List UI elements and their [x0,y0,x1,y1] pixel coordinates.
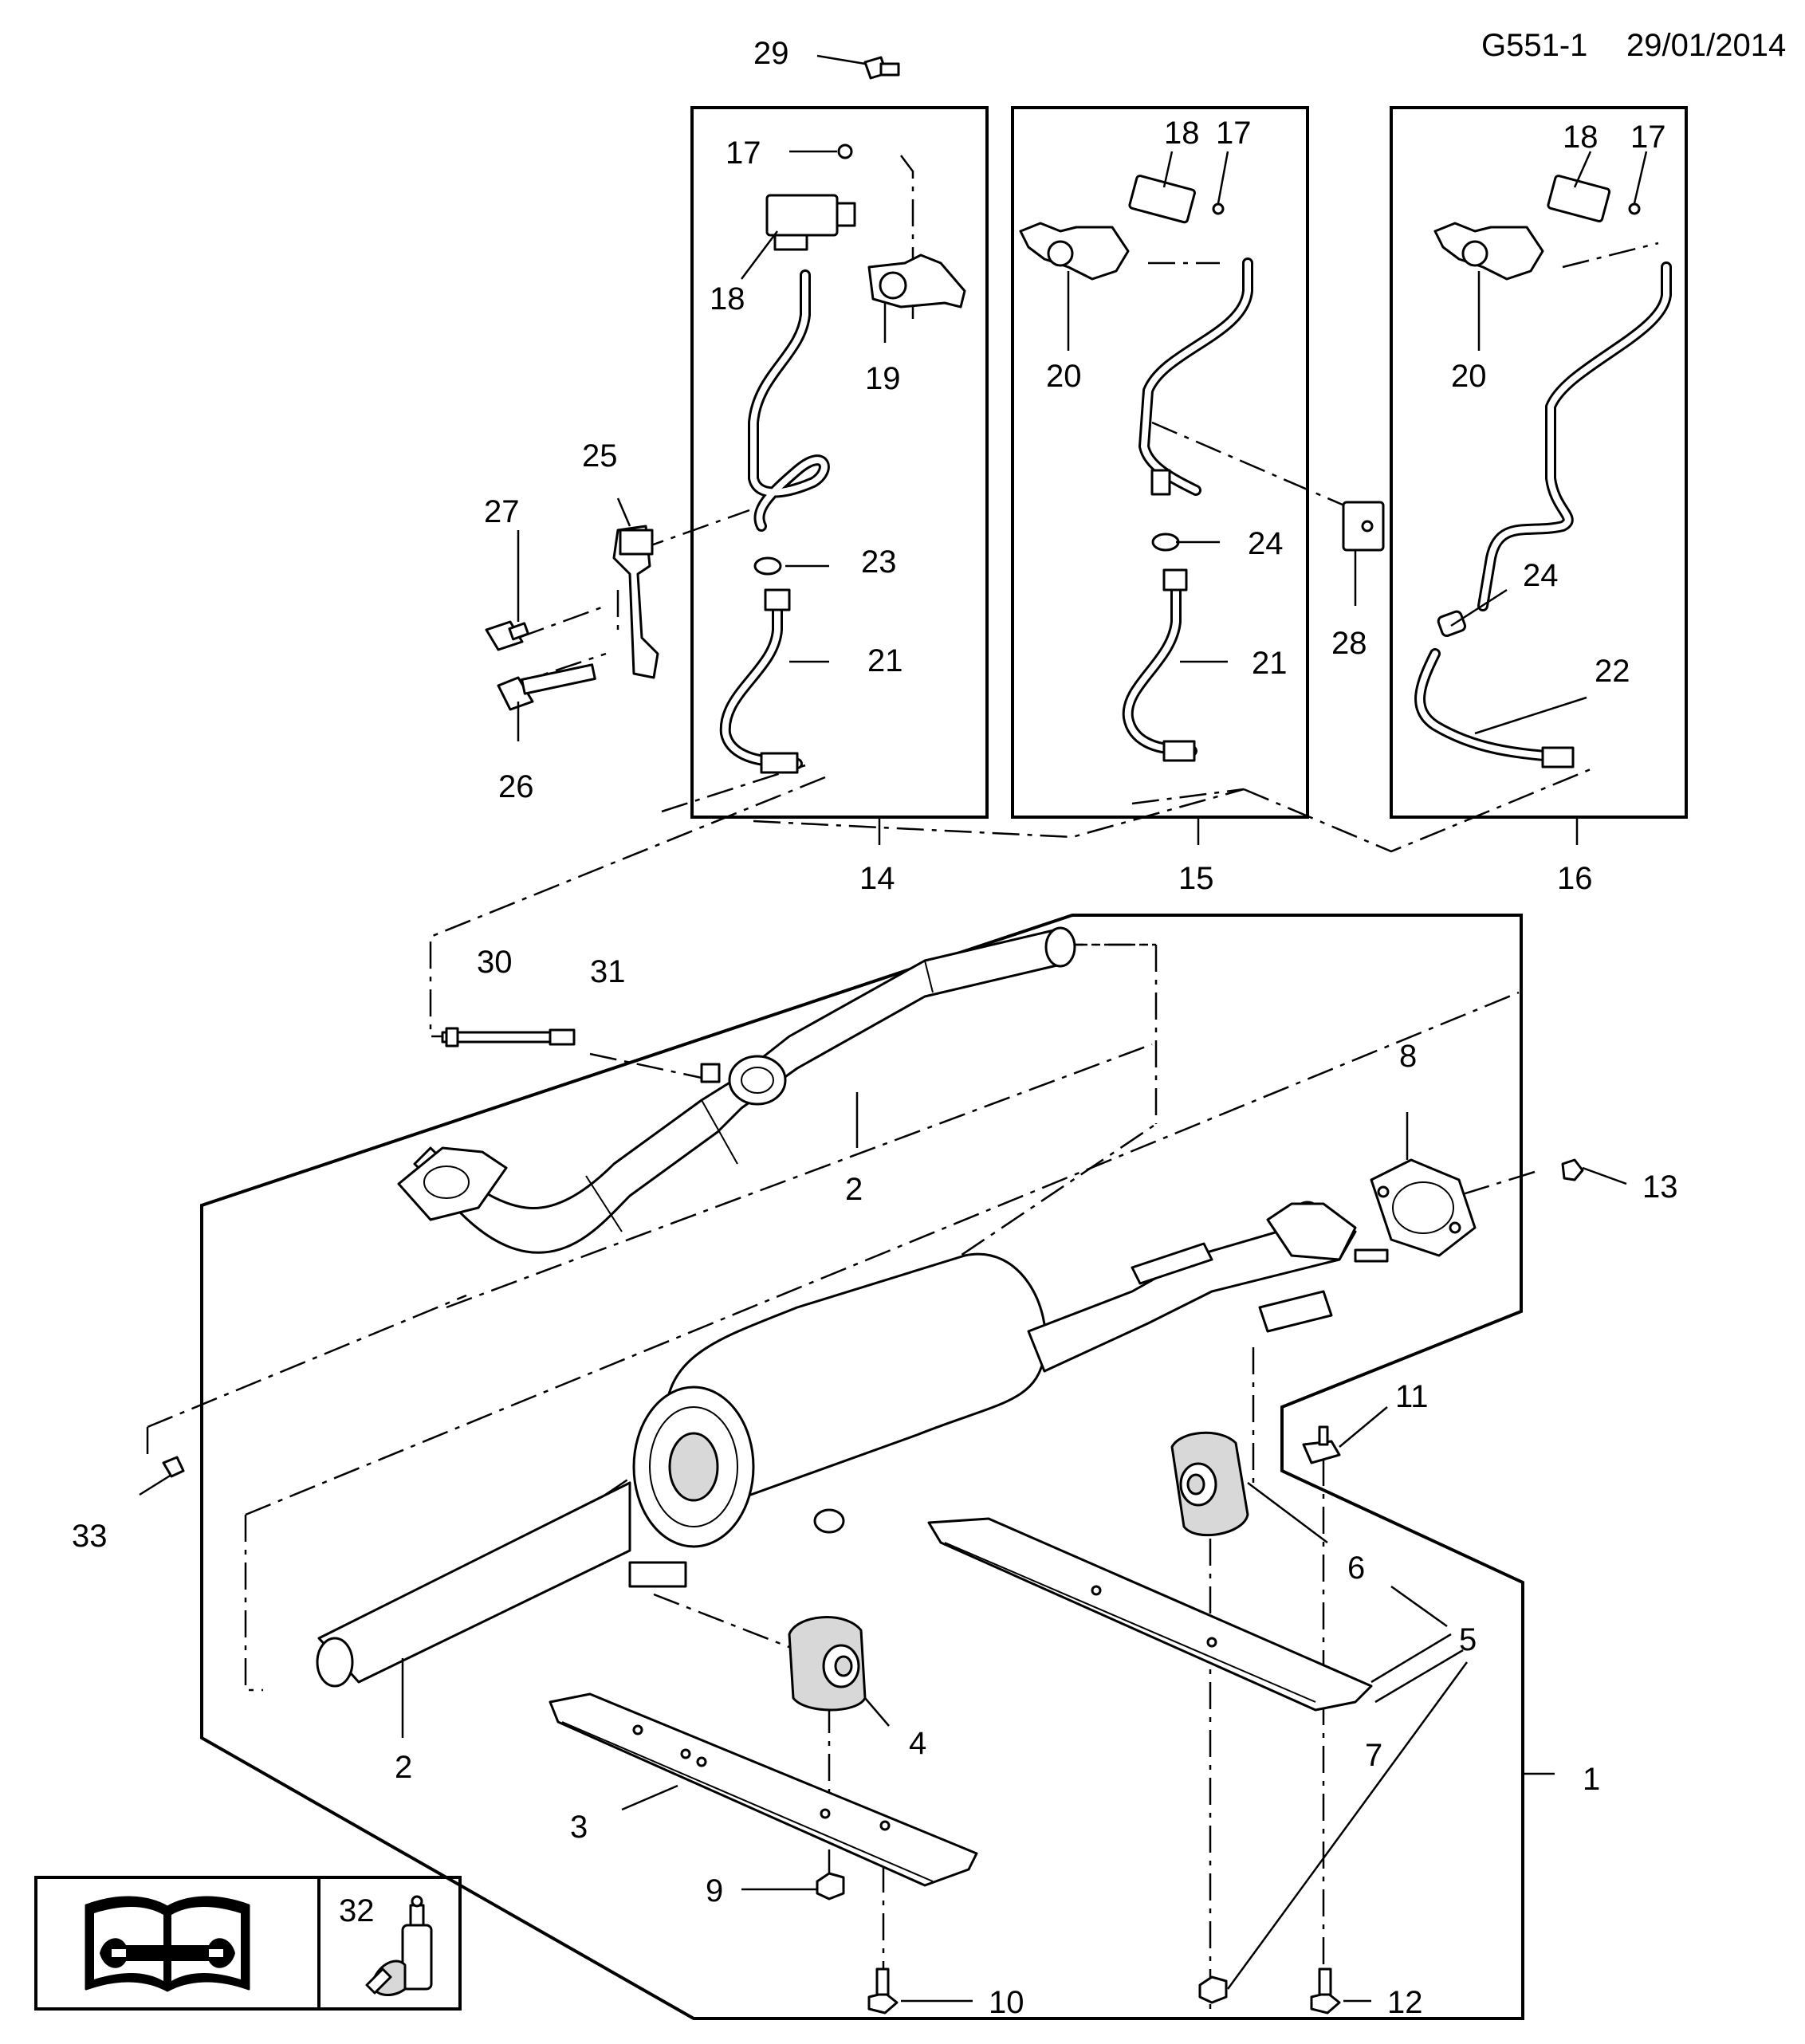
callout-18a: 18 [710,281,745,316]
front-exhaust-pipe-2 [397,926,1076,1254]
callout-12: 12 [1387,1985,1423,2020]
bolt-26 [497,663,596,711]
leader-lines [139,54,1648,2003]
hose-bracket-25 [612,525,659,679]
clip-11 [1302,1425,1341,1464]
callout-7: 7 [1365,1738,1382,1773]
callout-17c: 17 [1630,120,1666,155]
callout-27: 27 [484,494,520,529]
cross-member-5 [927,1517,1373,1712]
connector-rod-30-31 [441,1027,576,1048]
callout-18c: 18 [1563,120,1599,155]
nut-13 [1561,1158,1584,1181]
diagram-code: G551-1 [1481,28,1587,63]
manual-wrench-icon [85,1896,250,1992]
callout-31: 31 [590,954,626,989]
sensor-bracket-20b [1433,222,1544,281]
callout-14: 14 [859,861,895,896]
callout-28: 28 [1331,626,1367,661]
rear-muffler-assembly [316,1201,1389,1688]
callout-33: 33 [72,1519,108,1554]
legend-kit-number: 32 [339,1893,375,1928]
bolt-12 [1310,1967,1341,2015]
clip-33 [162,1456,185,1478]
callout-18b: 18 [1164,116,1200,151]
callout-9: 9 [706,1873,723,1908]
sensor-bracket-19 [867,254,966,309]
sealant-bottle-icon [365,1895,433,1996]
callout-11: 11 [1395,1379,1429,1414]
callout-20b: 20 [1451,359,1487,394]
pressure-sensor-18a [765,143,856,251]
pressure-sensor-18b [1128,175,1196,224]
rubber-mount-6 [1170,1431,1249,1537]
callout-13: 13 [1642,1169,1678,1205]
callout-17a: 17 [726,136,761,171]
pressure-sensor-18c [1547,175,1611,222]
callout-1: 1 [1583,1762,1600,1797]
detail-box-15 [1011,106,1309,819]
nut-7 [1198,1975,1228,2004]
hose-bracket-28 [1342,501,1385,552]
callout-21b: 21 [1252,646,1288,681]
callout-3: 3 [570,1810,588,1845]
callout-25: 25 [582,438,618,474]
callout-23: 23 [861,544,897,580]
callout-30: 30 [477,945,513,980]
callout-20a: 20 [1046,359,1082,394]
callout-24b: 24 [1523,558,1559,593]
detail-box-16 [1390,106,1688,819]
callout-26: 26 [498,769,534,804]
detail-box-14 [690,106,989,819]
bolt-27 [485,620,529,651]
callout-2-lower: 2 [395,1750,412,1785]
callout-29: 29 [753,36,789,71]
bolt-10 [867,1967,899,2015]
callout-10: 10 [989,1985,1024,2020]
callout-24a: 24 [1248,526,1284,561]
callout-8: 8 [1399,1039,1417,1074]
sensor-bracket-20a [1019,222,1130,281]
legend-box: 32 [34,1876,462,2011]
main-assembly-outline [200,914,1524,2020]
gasket-8 [1370,1158,1477,1257]
cross-member-3 [549,1692,978,1887]
callout-2-upper: 2 [845,1172,863,1207]
callout-numbers: 1 2 2 3 4 5 6 7 8 9 10 11 12 13 14 15 16… [72,36,1678,2020]
callout-6: 6 [1347,1551,1365,1586]
callout-22: 22 [1595,654,1630,689]
callout-4: 4 [909,1726,926,1761]
callout-15: 15 [1178,861,1214,896]
callout-19: 19 [865,361,901,396]
nut-9 [816,1872,845,1901]
diagram-date: 29/01/2014 [1626,28,1786,63]
callout-21a: 21 [867,643,903,678]
bolt-29 [863,56,900,80]
rubber-mount-4 [788,1616,867,1712]
callout-5: 5 [1459,1622,1477,1657]
callout-16: 16 [1557,861,1593,896]
callout-17b: 17 [1216,116,1252,151]
